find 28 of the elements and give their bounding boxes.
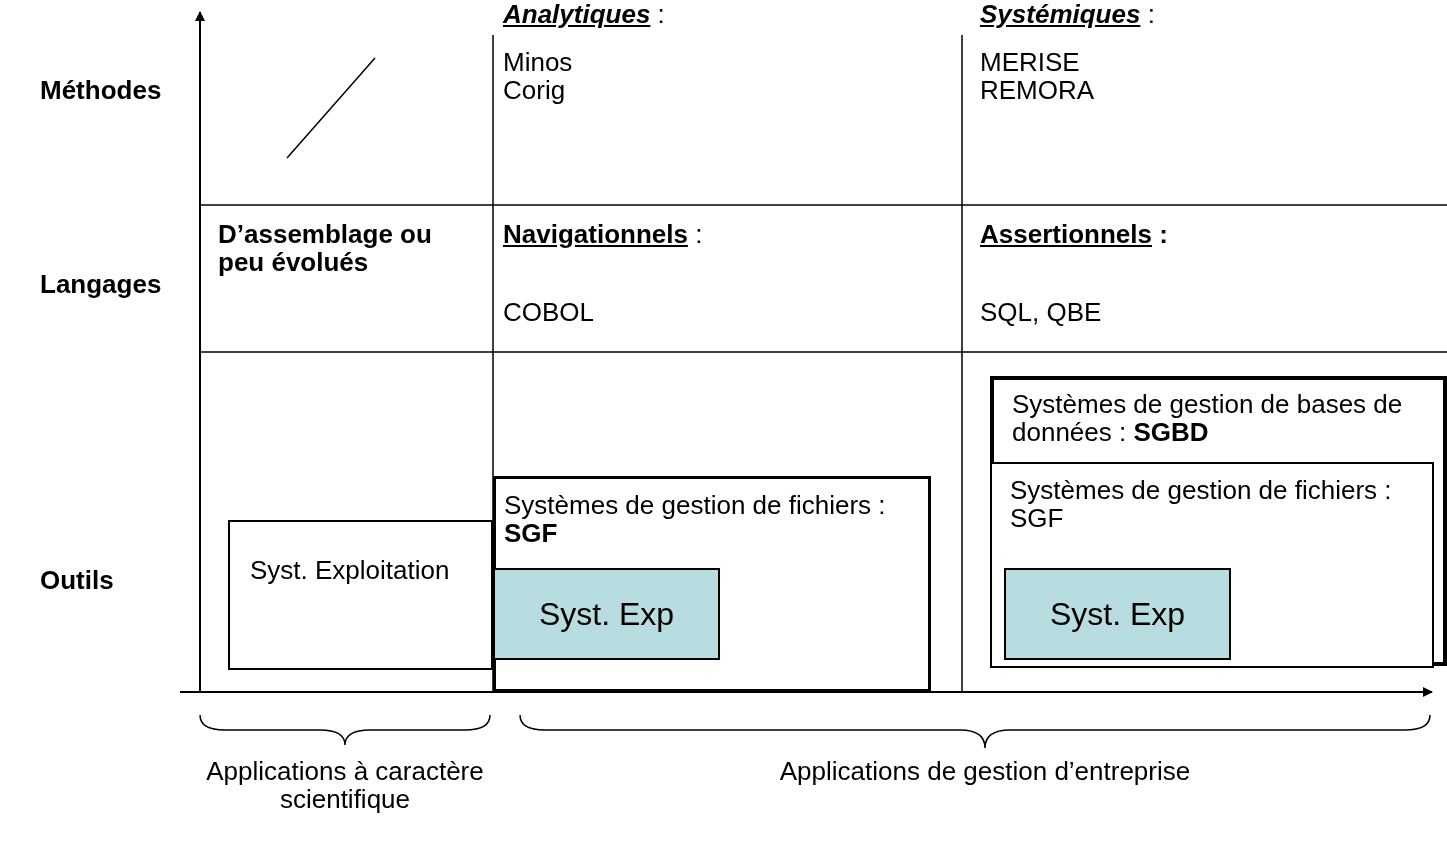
- row-heading: Langages: [40, 270, 162, 298]
- cell-text: SQL, QBE: [980, 298, 1102, 326]
- box-label: Systèmes de gestion de fichiers : SGF: [1010, 476, 1393, 532]
- column-heading: Navigationnels :: [503, 220, 703, 248]
- column-heading: Analytiques :: [503, 0, 665, 28]
- shaded-box: [1004, 568, 1231, 660]
- box: [990, 462, 1434, 668]
- box-label: Syst. Exp: [537, 596, 676, 632]
- cell-text: D’assemblage ou peu évolués: [218, 220, 433, 276]
- box: [990, 376, 1447, 666]
- row-heading: Méthodes: [40, 76, 162, 104]
- box-label: Syst. Exp: [1048, 596, 1187, 632]
- brace-label: Applications à caractère scientifique: [205, 757, 485, 813]
- cell-text: REMORA: [980, 76, 1095, 104]
- cell-text: Corig: [503, 76, 566, 104]
- cell-text: MERISE: [980, 48, 1080, 76]
- brace-label: Applications de gestion d’entreprise: [778, 757, 1192, 785]
- column-heading: Systémiques :: [980, 0, 1155, 28]
- box-label: Systèmes de gestion de fichiers : SGF: [504, 491, 887, 547]
- row-heading: Outils: [40, 566, 114, 594]
- box-label: Systèmes de gestion de bases de données : SGBD: [1012, 390, 1404, 446]
- shaded-box: [493, 568, 720, 660]
- cell-text: COBOL: [503, 298, 595, 326]
- box: [493, 476, 931, 692]
- cell-text: Minos: [503, 48, 573, 76]
- column-heading: Assertionnels :: [980, 220, 1168, 248]
- box-label: Syst. Exploitation: [250, 556, 451, 584]
- box: [228, 520, 493, 670]
